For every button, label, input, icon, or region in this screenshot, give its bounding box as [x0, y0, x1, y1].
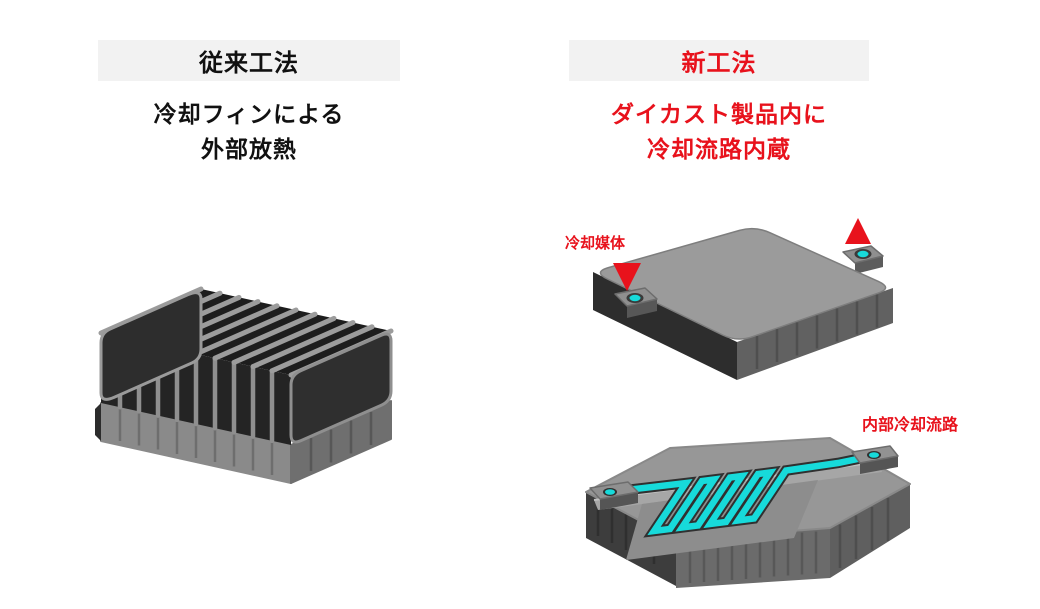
diecast-box-figure — [593, 227, 893, 380]
coolant-outlet-port — [842, 245, 884, 274]
internal-channel-label: 内部冷却流路 — [862, 417, 959, 434]
diecast-cross-section-figure — [585, 437, 911, 588]
conventional-method-title: 従来工法 — [199, 50, 299, 77]
heatsink-figure — [95, 286, 394, 484]
coolant-inlet-port — [614, 287, 658, 318]
new-description-line2: 冷却流路内蔵 — [647, 136, 791, 162]
new-method-title: 新工法 — [681, 50, 757, 77]
new-method-description: ダイカスト製品内に 冷却流路内蔵 — [569, 97, 869, 167]
heatsink-fins — [98, 286, 394, 445]
new-description-line1: ダイカスト製品内に — [611, 101, 827, 127]
coolant-inlet-arrow-icon — [613, 263, 641, 291]
conventional-method-description: 冷却フィンによる 外部放熱 — [98, 97, 400, 167]
box-top-face — [599, 227, 887, 340]
section-inlet-port — [589, 481, 639, 510]
section-right-side — [830, 484, 910, 578]
conventional-description-line2: 外部放熱 — [201, 136, 297, 162]
conventional-description-line1: 冷却フィンによる — [153, 101, 345, 127]
section-outlet-port — [851, 445, 899, 474]
coolant-label: 冷却媒体 — [565, 235, 626, 252]
new-method-header: 新工法 — [569, 40, 869, 81]
coolant-outlet-arrow-icon — [845, 218, 871, 244]
internal-cooling-channel — [609, 450, 874, 538]
conventional-method-header: 従来工法 — [98, 40, 400, 81]
